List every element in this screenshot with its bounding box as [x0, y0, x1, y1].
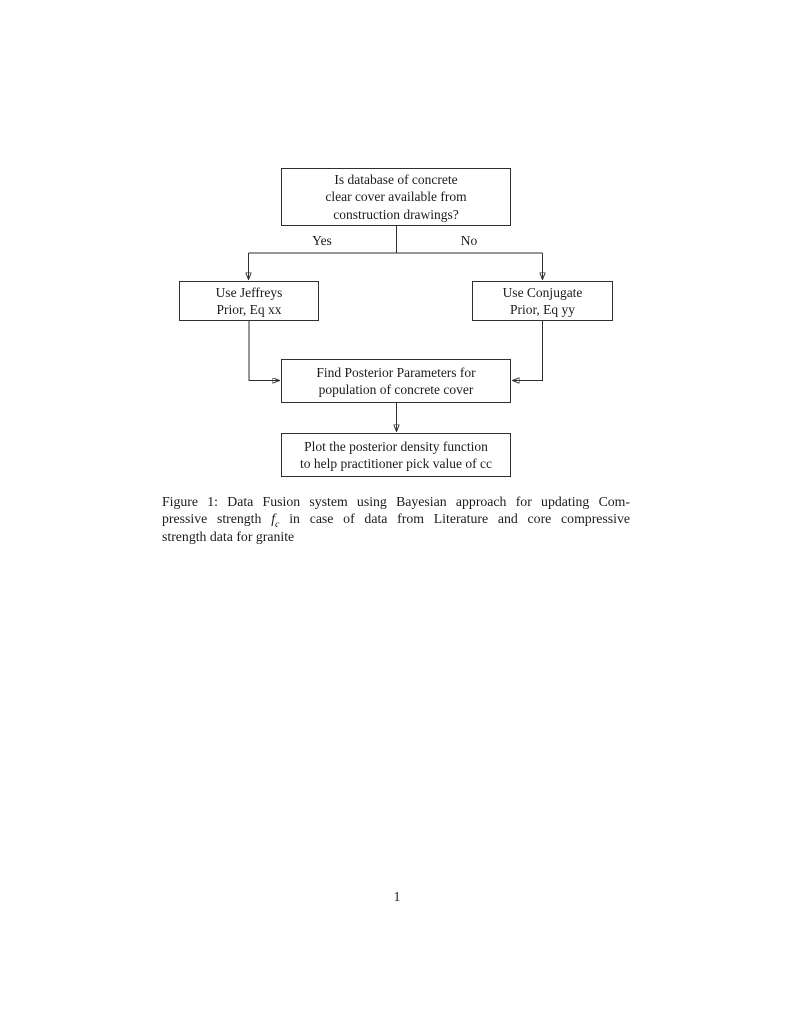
math-fc-base: f	[271, 511, 276, 527]
math-fc-subscript: c	[275, 519, 280, 531]
jeffreys-line-1: Use Jeffreys	[215, 284, 283, 300]
question-line-1: Is database of concrete	[334, 171, 458, 187]
posterior-line-1: Find Posterior Parameters for	[316, 364, 476, 380]
caption-line-2-before: pressive strength	[162, 511, 262, 527]
caption-line-1: Figure 1: Data Fusion system using Bayes…	[162, 494, 630, 509]
plot-line-2: to help practitioner pick value of cc	[300, 456, 492, 471]
branch-label-no: No	[460, 233, 478, 248]
flowchart-node-jeffreys-prior: Use Jeffreys Prior, Eq xx	[179, 281, 319, 321]
figure-caption: Figure 1: Data Fusion system using Bayes…	[162, 493, 630, 545]
math-fc: fc	[271, 511, 279, 529]
jeffreys-line-2: Prior, Eq xx	[216, 302, 282, 317]
conjugate-line-1: Use Conjugate	[502, 284, 583, 300]
flowchart-node-conjugate-prior: Use Conjugate Prior, Eq yy	[472, 281, 613, 321]
caption-line-2: pressive strength fc in case of data fro…	[162, 510, 631, 529]
conjugate-line-2: Prior, Eq yy	[509, 302, 576, 317]
question-line-2: clear cover available from	[325, 189, 467, 205]
flowchart-node-question: Is database of concrete clear cover avai…	[281, 168, 511, 226]
posterior-line-2: population of concrete cover	[318, 382, 474, 397]
plot-line-1: Plot the posterior density function	[304, 438, 488, 454]
caption-line-2-after: in case of data from Literature and core…	[289, 511, 631, 527]
page-number: 1	[393, 889, 401, 904]
flowchart-node-posterior-parameters: Find Posterior Parameters for population…	[281, 359, 511, 403]
caption-line-3: strength data for granite	[162, 528, 295, 544]
connector-conjugate-to-posterior	[513, 321, 543, 381]
connector-jeffreys-to-posterior	[248, 321, 279, 381]
branch-label-yes: Yes	[312, 233, 332, 248]
question-line-3: construction drawings?	[333, 206, 459, 222]
flowchart-node-plot-density: Plot the posterior density function to h…	[281, 433, 511, 477]
